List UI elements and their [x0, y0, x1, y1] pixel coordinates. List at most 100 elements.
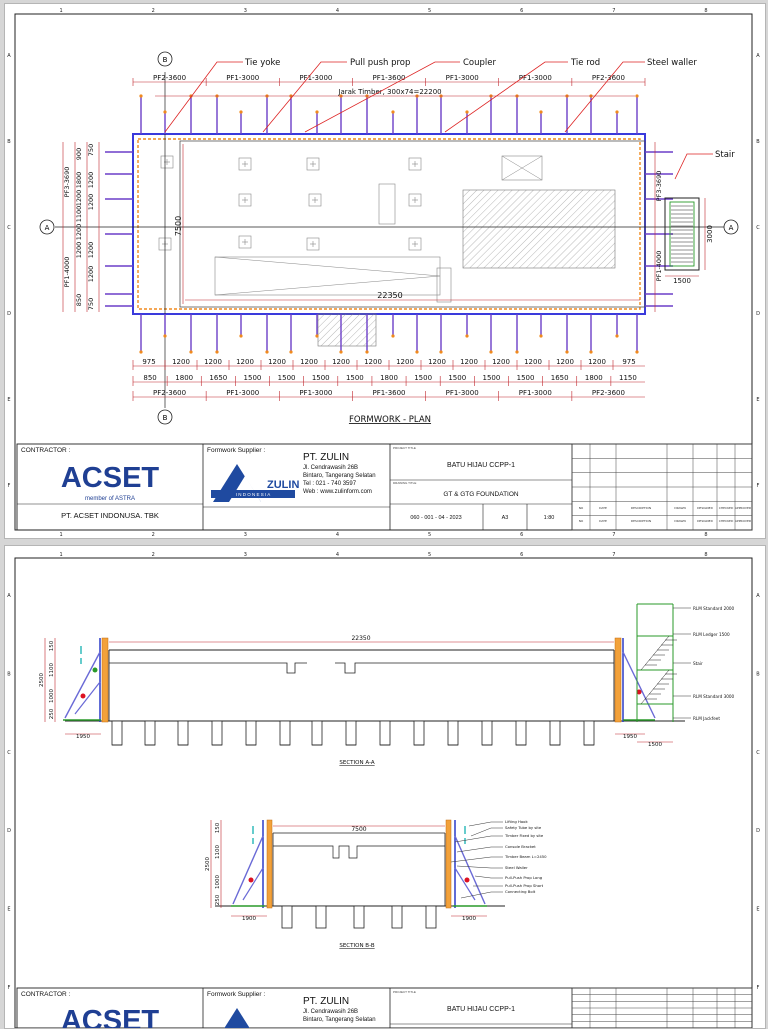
axis-bubble-a-right: A [723, 219, 739, 235]
rev-header: DESCRIPTION [631, 506, 651, 510]
pile [447, 720, 459, 746]
rev-header: APPROVED [735, 506, 752, 510]
stair-flight [640, 669, 670, 705]
rev-header: DESIGNED [697, 519, 713, 523]
section-a-label: RLM Jackfeet [693, 716, 720, 721]
stair-plan [664, 197, 700, 271]
grid-row-label: C [7, 225, 11, 231]
callout-coupler: Coupler [463, 58, 497, 68]
section-b-label: Pull-Push Prop Short [505, 883, 544, 888]
grid-row-label: F [757, 483, 760, 489]
pile [111, 720, 123, 746]
left-dim-b: 750 [87, 298, 95, 310]
pile [281, 905, 293, 929]
pile [379, 720, 391, 746]
grid-col-label: 2 [152, 8, 155, 14]
pile [425, 905, 437, 929]
section-a-label: Stair [693, 661, 703, 666]
bottom-dim-row1: 975 [622, 358, 635, 366]
grid-row-label: B [756, 139, 760, 145]
drawing-label: DRAWING TITLE [393, 481, 416, 485]
pile [413, 720, 425, 746]
bottom-dim-row1: 1200 [588, 358, 606, 366]
left-dim-b: 1200 [87, 266, 95, 283]
prop-head [415, 350, 419, 354]
bottom-dim-row1: 1200 [332, 358, 350, 366]
section-a-sub-1: 250 [49, 708, 55, 719]
prop-head [315, 334, 319, 338]
bottom-dim-row1: 1200 [492, 358, 510, 366]
grid-col-label: 5 [428, 552, 431, 558]
grid-col-label: 3 [244, 8, 247, 14]
supplier-address-2: Bintaro, Tangerang Selatan [303, 473, 376, 479]
anchor-bolt-boxes [158, 155, 422, 251]
anchor-box [238, 193, 252, 207]
prop-head [163, 334, 167, 338]
grid-col-label: 1 [59, 8, 62, 14]
bottom-panel-label: PF2-3600 [153, 389, 186, 397]
prop-head [139, 94, 143, 98]
left-dim-a: 1800 [75, 172, 83, 189]
grid-row-label: D [7, 828, 11, 834]
axis-bubble-b-bottom: B [157, 409, 173, 425]
grid-col-label: 3 [244, 552, 247, 558]
plan-title: FORMWORK - PLAN [349, 415, 431, 425]
grid-col-label: 8 [704, 8, 707, 14]
bottom-dim-row2: 1500 [312, 374, 330, 382]
anchor-box [238, 235, 252, 249]
bottom-dim-row2: 1800 [380, 374, 398, 382]
top-panel-label: PF2-3600 [592, 74, 625, 82]
grid-col-label: 3 [244, 532, 247, 538]
prop-head [189, 350, 193, 354]
label-leader [460, 891, 503, 899]
drawing-title: GT & GTG FOUNDATION [443, 491, 519, 498]
prop-head [539, 110, 543, 114]
right-panel-1: PF3-3690 [655, 171, 663, 202]
pile [391, 905, 403, 929]
anchor-box [306, 157, 320, 171]
rev-header: APPROVED [735, 519, 752, 523]
anchor-box [408, 193, 422, 207]
prop-head [289, 350, 293, 354]
stair-flight [640, 635, 670, 671]
prop-head [439, 350, 443, 354]
rev-header: DESIGNED [697, 506, 713, 510]
prop-head [515, 350, 519, 354]
top-panel-label: PF1-3000 [446, 74, 479, 82]
callout-leaders [164, 61, 713, 180]
prop-head [539, 334, 543, 338]
prop-head [465, 110, 469, 114]
bottom-dim-row2: 850 [143, 374, 156, 382]
grid-row-label: B [7, 139, 11, 145]
left-dimensions: 9001800120011001200120085075012001200120… [63, 144, 95, 310]
label-leader [456, 846, 503, 853]
length-dimension: 22350 [377, 291, 402, 300]
grid-row-label: A [7, 53, 11, 59]
acset-logo: ACSET member of ASTRA [61, 462, 160, 502]
section-b-sub-1: 250 [215, 894, 221, 905]
rev-header: DATE [599, 519, 607, 523]
grid-col-label: 8 [704, 552, 707, 558]
section-a-sub-4: 150 [49, 640, 55, 651]
contractor-label: CONTRACTOR : [21, 447, 71, 454]
bottom-dim-row2: 1150 [619, 374, 637, 382]
left-dim-a: 1200 [75, 242, 83, 259]
title-block-2 [16, 987, 753, 1028]
supplier-address-2-2: Bintaro, Tangerang Selatan [303, 1017, 376, 1023]
grid-row-label: D [756, 311, 760, 317]
jarak-timber-label: Jarak Timber, 300x74=22200 [337, 88, 441, 96]
section-a-label: RLM Standard 3000 [693, 694, 735, 699]
grid-col-label: 4 [336, 552, 339, 558]
pile [583, 720, 595, 746]
label-leader [468, 821, 503, 827]
grid-col-label: 6 [520, 8, 523, 14]
grid-col-label: 8 [704, 532, 707, 538]
grid-col-label: 7 [612, 8, 615, 14]
section-b-label: Safety Tube by site [505, 825, 542, 830]
grid-row-label: D [7, 311, 11, 317]
left-dim-b: 1200 [87, 172, 95, 189]
